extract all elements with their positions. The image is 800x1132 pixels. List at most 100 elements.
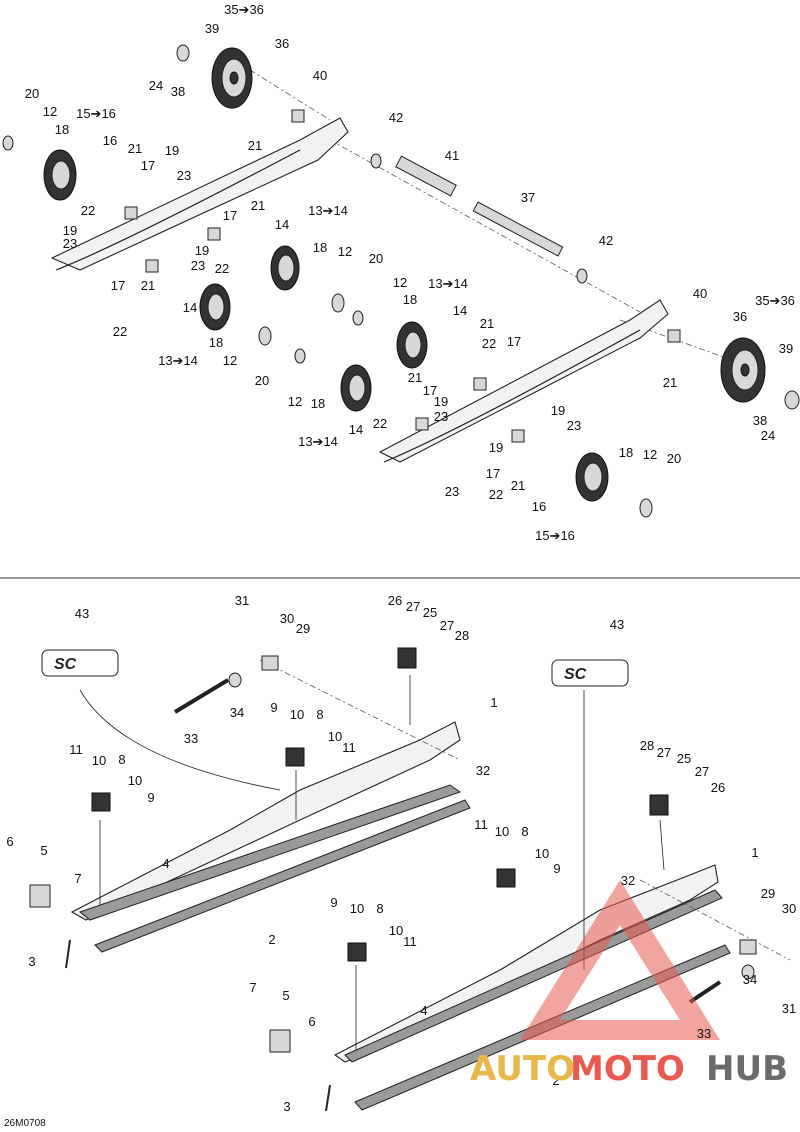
callout-t3: 36 [275,36,289,51]
callout-b18: 11 [342,740,356,755]
callout-b51: 31 [782,1001,796,1016]
top-assembly [2,44,800,518]
bracket-17-b [207,227,221,241]
wheel-13-b [199,283,231,331]
callout-b58: 3 [283,1099,290,1114]
callout-b46: 10 [389,923,403,938]
saddle-25-right [649,794,669,816]
callout-t57: 18 [311,396,325,411]
callout-t22: 14 [275,217,289,232]
bracket-17-a [124,206,138,220]
callout-t65: 14 [349,422,363,437]
callout-b20: 11 [69,742,83,757]
callout-b16: 8 [316,707,323,722]
wheel-13-a [270,245,300,291]
callout-b53: 5 [282,988,289,1003]
shaft-41 [395,155,457,197]
shaft-37 [472,201,564,257]
bracket-17-f [511,429,525,443]
callout-t9: 20 [25,86,39,101]
callout-b43: 9 [330,895,337,910]
callout-b36: 5 [40,843,47,858]
cap-20-e [352,310,364,326]
callout-b35: 6 [6,834,13,849]
callout-t54: 21 [408,370,422,385]
callout-b29: 26 [711,780,725,795]
wheel-15-right [575,452,609,502]
callout-b1: 31 [235,593,249,608]
callout-b42: 30 [782,901,796,916]
callout-b34: 9 [553,861,560,876]
decal-43-left: SC [41,649,119,677]
callout-t67: 19 [489,440,503,455]
callout-t33: 42 [599,233,613,248]
decal-left-arrow [79,689,281,791]
axle-centerline [329,139,641,313]
watermark-word-hub: HUB [706,1049,788,1089]
saddle-25-left [397,647,417,669]
left-mount-centerline [259,659,461,761]
callout-b17: 10 [328,729,342,744]
callout-t52: 21 [663,375,677,390]
callout-t44: 36 [733,309,747,324]
callout-t23: 13➔14 [308,203,348,218]
callout-b22: 8 [118,752,125,767]
callout-b8: 28 [455,628,469,643]
watermark-word-moto: MOTO [570,1049,685,1089]
callout-b44: 10 [350,901,364,916]
callout-t50: 13➔14 [158,353,198,368]
callout-t40: 35➔36 [755,293,795,308]
callout-t31: 12 [338,244,352,259]
cap-20-d [331,293,345,313]
callout-t13: 16 [103,133,117,148]
bolt-3-left [65,939,71,969]
callout-t20: 17 [223,208,237,223]
tip-5-left [29,884,51,908]
callout-t27: 19 [195,243,209,258]
callout-b14: 9 [270,700,277,715]
callout-b24: 9 [147,790,154,805]
callout-t60: 19 [551,403,565,418]
callout-t49: 39 [779,341,793,356]
bracket-8-b [91,792,111,812]
callout-t48: 17 [507,334,521,349]
callout-b10: 43 [610,617,624,632]
bolt-3-right [325,1084,331,1112]
decal-43-right: SC [551,659,629,687]
bottom-assembly: SC SC [29,647,791,1112]
callout-t2: 39 [205,21,219,36]
callout-t28: 23 [191,258,205,273]
bracket-8-a [285,747,305,767]
callout-b49: 3 [28,954,35,969]
callout-t37: 13➔14 [428,276,468,291]
callout-t1: 35➔36 [224,2,264,17]
callout-t30: 18 [313,240,327,255]
callout-t35: 21 [141,278,155,293]
wheel-13-d [340,364,372,412]
watermark-word-auto: AUTO [470,1049,575,1089]
callout-b31: 10 [495,824,509,839]
cap-20-b [258,326,272,346]
callout-b41: 29 [761,886,775,901]
arrow-25-right [659,819,665,871]
callout-b26: 27 [657,745,671,760]
bushing-34-left [228,672,242,688]
bolt-33-left [173,678,230,714]
bracket-17-c [145,259,159,273]
callout-t58: 19 [434,394,448,409]
callout-t45: 18 [209,335,223,350]
callout-b54: 4 [420,1003,427,1018]
callout-t64: 22 [373,416,387,431]
callout-t26: 23 [63,236,77,251]
wheel-35-top [211,47,253,109]
callout-t18: 41 [445,148,459,163]
callout-t10: 12 [43,104,57,119]
callout-b37: 4 [162,856,169,871]
callout-t62: 38 [753,413,767,428]
callout-b47: 11 [403,934,417,949]
callout-t53: 20 [255,373,269,388]
callout-b27: 25 [677,751,691,766]
left-slide-rail [50,117,349,271]
